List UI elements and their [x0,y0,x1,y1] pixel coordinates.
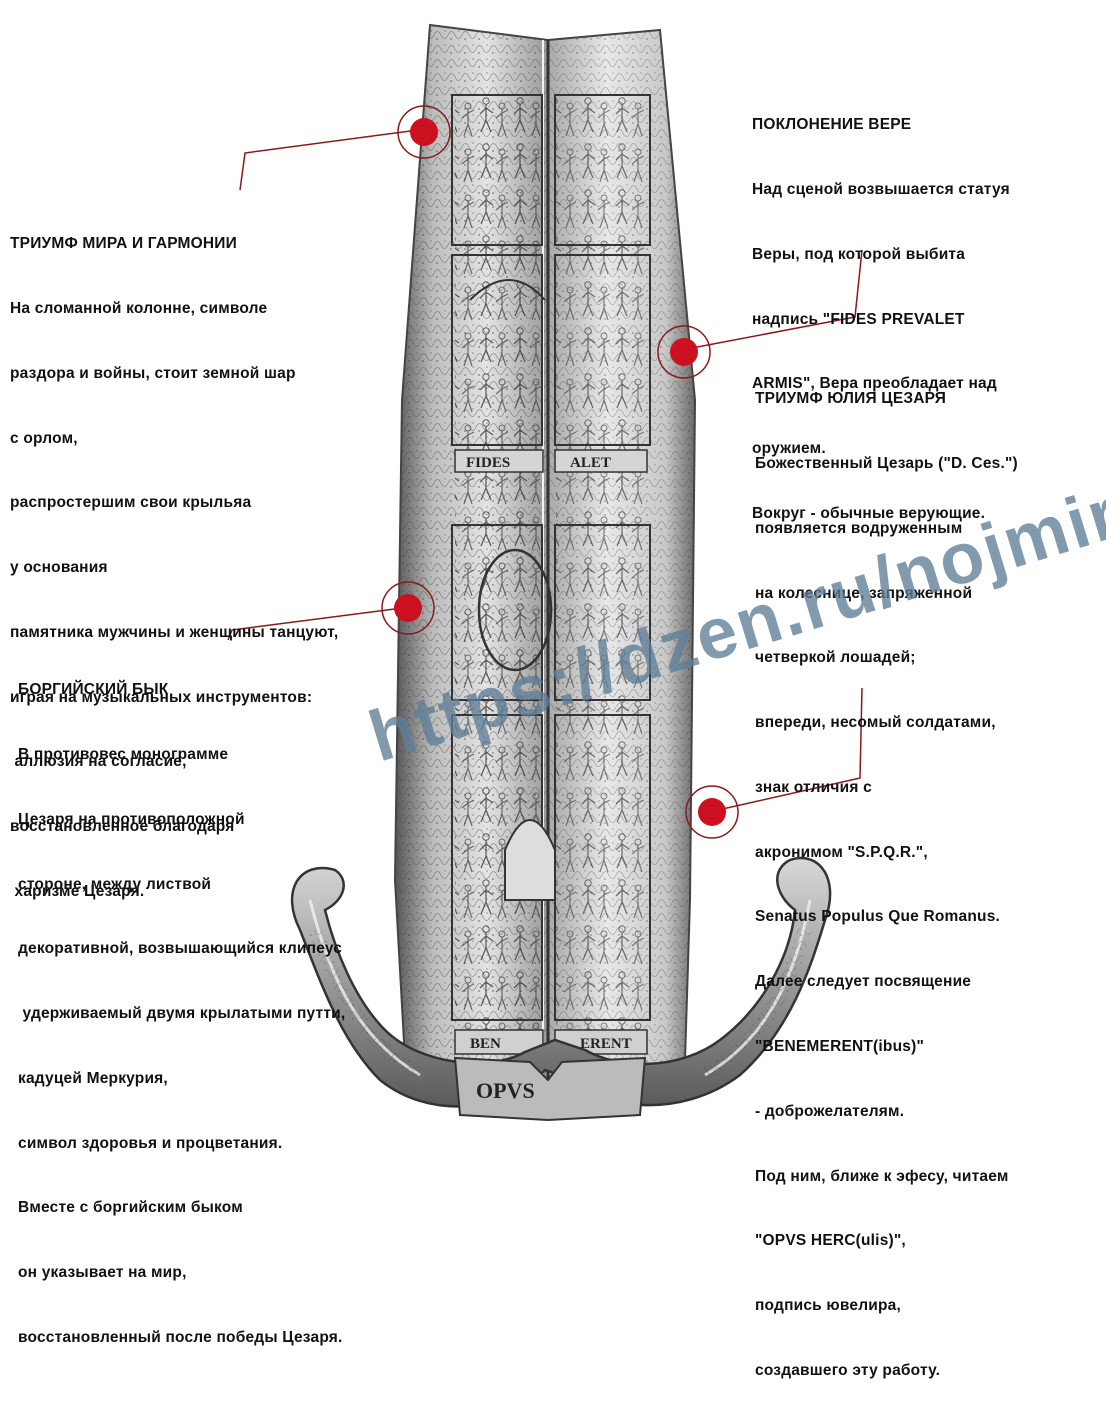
annotation-peace-line: памятника мужчины и женщины танцуют, [10,623,339,641]
annotation-bull-line: он указывает на мир, [18,1264,187,1282]
annotation-peace-line: аллюзия на согласие, [10,753,187,771]
annotation-peace-line: распростершим свои крыльяа [10,494,252,512]
annotation-caesar-line: подпись ювелира, [755,1297,901,1315]
annotation-caesar-title: ТРИУМФ ЮЛИЯ ЦЕЗАРЯ [755,390,947,408]
annotation-faith-title: ПОКЛОНЕНИЕ ВЕРЕ [752,116,912,134]
annotation-peace-line: с орлом, [10,429,78,447]
annotation-caesar-line: акронимом "S.P.Q.R.", [755,843,928,861]
blade-inscription-bottom-left: BEN [470,1036,501,1052]
blade-inscription-left: FIDES [466,455,510,471]
leader-line-peace [239,129,419,191]
marker-caesar [685,785,739,839]
annotation-peace-line: На сломанной колонне, символе [10,299,268,317]
annotation-faith-line: Веры, под которой выбита [752,245,966,263]
annotation-caesar-line: на колеснице, запряженной [755,584,973,602]
annotation-peace-harmony: ТРИУМФ МИРА И ГАРМОНИИ На сломанной коло… [10,190,338,924]
sword-illustration: FIDES ALET BEN ERENT OPVS [227,23,863,1122]
annotation-bull-line: восстановленный после победы Цезаря. [18,1329,343,1346]
annotation-faith-worship: ПОКЛОНЕНИЕ ВЕРЕ Над сценой возвышается с… [752,71,1010,546]
leader-line-bull [227,607,403,641]
annotation-faith-line: Над сценой возвышается статуя [752,180,1010,198]
annotation-caesar-line: "BENEMERENT(ibus)" [755,1038,924,1055]
annotation-caesar-line: Божественный Цезарь ("D. Ces.") [755,454,1018,472]
annotation-caesar-line: создавшего эту работу. [755,1361,941,1379]
blade-inscription-right: ALET [570,455,611,471]
ricasso-inscription: OPVS [476,1078,535,1103]
annotation-bull-title: БОРГИЙСКИЙ БЫК [18,681,169,699]
annotation-bull-line: В противовес монограмме [18,745,229,763]
annotation-bull-line: кадуцей Меркурия, [18,1069,168,1087]
annotation-caesar-line: - доброжелателям. [755,1102,905,1120]
leader-line-faith [691,249,863,349]
annotation-caesar-line: четверкой лошадей; [755,649,916,667]
leader-lines [227,129,863,811]
annotation-caesar-line: Senatus Populus Que Romanus. [755,908,1001,926]
annotation-faith-line: надпись "FIDES PREVALET [752,310,965,328]
annotation-bull-line: удерживаемый двумя крылатыми путти, [18,1005,346,1023]
annotation-caesar-line: Под ним, ближе к эфесу, читаем [755,1167,1009,1185]
annotation-faith-line: Вокруг - обычные верующие. [752,504,986,522]
annotation-caesar-line: впереди, несомый солдатами, [755,714,996,732]
annotation-caesar-line: Далее следует посвящение [755,973,972,991]
annotation-bull-line: стороне, между листвой [18,875,212,893]
blade-inscription-bottom-right: ERENT [580,1036,632,1052]
annotation-peace-line: восстановленное благодаря [10,818,235,836]
annotation-bull-line: символ здоровья и процветания. [18,1134,283,1152]
marker-faith [657,325,711,379]
annotation-caesar-line: "OPVS HERC(ulis)", [755,1232,906,1250]
annotation-bull-line: Вместе с боргийским быком [18,1199,243,1217]
leader-line-caesar [717,687,863,811]
annotation-peace-line: харизме Цезаря. [10,883,145,900]
annotation-borgia-bull: БОРГИЙСКИЙ БЫК В противовес монограмме Ц… [18,636,345,1370]
blade: FIDES ALET BEN ERENT [393,23,697,1082]
markers [381,105,739,839]
crossguard: OPVS [290,856,832,1122]
annotation-bull-line: Цезаря на противоположной [18,810,245,828]
annotation-bull-line: декоративной, возвышающийся клипеус [18,940,343,958]
marker-bull [381,581,435,635]
annotation-peace-title: ТРИУМФ МИРА И ГАРМОНИИ [10,235,237,253]
marker-peace [397,105,451,159]
annotation-peace-line: у основания [10,559,108,577]
annotation-peace-line: раздора и войны, стоит земной шар [10,364,296,382]
annotation-peace-line: играя на музыкальных инструментов: [10,688,313,706]
annotation-caesar-line: знак отличия с [755,778,872,796]
annotation-faith-line: оружием. [752,440,826,458]
annotation-caesar-line: появляется водруженным [755,519,963,537]
annotation-faith-line: ARMIS", Вера преобладает над [752,375,997,393]
annotation-caesar-triumph: ТРИУМФ ЮЛИЯ ЦЕЗАРЯ Божественный Цезарь (… [755,345,1018,1403]
